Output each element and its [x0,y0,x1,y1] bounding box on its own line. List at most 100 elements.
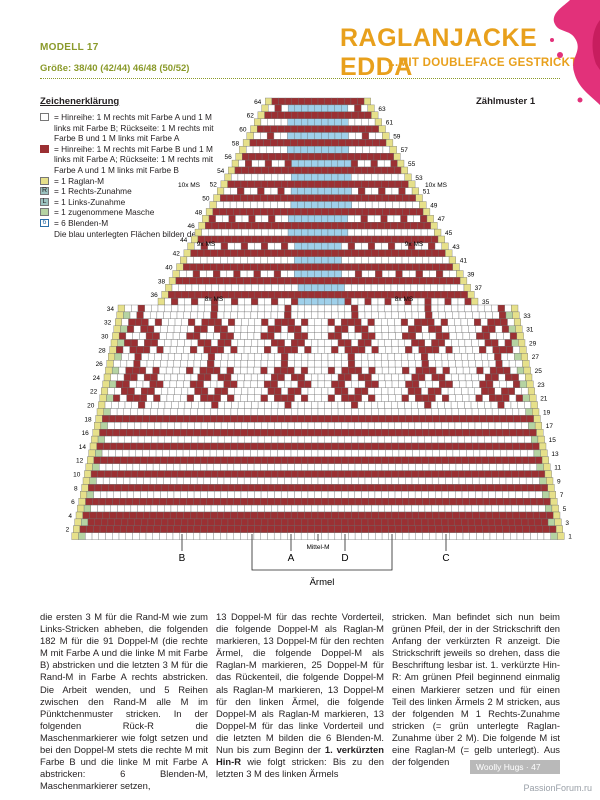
stitch-cell [368,463,376,471]
stitch-cell [462,332,470,340]
stitch-cell [441,325,449,333]
stitch-cell [526,380,534,388]
stitch-cell [220,394,228,402]
stitch-cell [374,518,382,526]
stitch-cell [361,325,369,333]
stitch-cell [280,180,289,188]
stitch-cell [467,518,475,526]
stitch-cell [264,297,272,306]
stitch-cell [442,463,450,471]
stitch-cell [257,249,265,257]
stitch-cell [237,249,245,257]
stitch-cell [454,353,462,361]
stitch-cell [177,408,185,416]
stitch-cell [448,525,456,533]
stitch-cell [327,518,335,526]
stitch-cell [271,304,279,313]
stitch-cell [247,325,255,333]
page-title: RAGLANJACKE EDDA [340,24,538,81]
stitch-cell [337,311,346,319]
stitch-cell [217,311,225,319]
stitch-cell [186,394,194,402]
stitch-cell [388,242,396,250]
stitch-cell [253,463,261,471]
stitch-cell [173,429,181,437]
stitch-cell [401,491,409,499]
stitch-cell [81,484,89,492]
stitch-cell [499,346,507,354]
stitch-cell [500,484,508,492]
stitch-cell [307,463,315,471]
stitch-cell [264,373,272,382]
stitch-cell [287,491,295,499]
stitch-cell [391,504,399,513]
stitch-cell [498,339,506,347]
stitch-cell [317,435,325,444]
stitch-cell [174,291,182,299]
stitch-cell [341,525,349,533]
stitch-cell [209,415,218,423]
stitch-cell [125,332,133,340]
stitch-cell [224,297,232,306]
stitch-cell [371,201,380,209]
stitch-cell [190,504,198,513]
stitch-cell [105,498,113,506]
stitch-cell [217,373,225,382]
stitch-cell [94,484,102,492]
stitch-cell [334,270,342,278]
stitch-cell [377,435,385,444]
stitch-cell [170,470,179,478]
stitch-cell [138,401,146,409]
stitch-cell [516,463,524,471]
stitch-cell [337,442,346,451]
stitch-cell [341,194,349,202]
stitch-cell [324,159,332,168]
stitch-cell [461,422,469,430]
stitch-cell [193,256,201,264]
stitch-cell [432,346,440,354]
stitch-cell [347,215,355,223]
stitch-cell [220,180,228,188]
stitch-cell [428,491,436,499]
row-label: 38 [158,278,166,285]
stitch-cell [290,277,298,285]
stitch-cell [361,180,369,188]
stitch-cell [389,146,397,154]
stitch-cell [237,504,245,513]
stitch-cell [183,415,191,423]
row-label: 59 [393,133,401,140]
stitch-cell [207,491,215,499]
stitch-cell [314,242,322,250]
stitch-cell [89,511,97,520]
stitch-cell [251,173,259,181]
stitch-cell [334,318,342,326]
stitch-cell [152,366,160,375]
stitch-cell [474,387,482,395]
stitch-cell [240,270,248,278]
stitch-cell [424,339,432,347]
stitch-cell [261,353,269,361]
stitch-cell [200,394,208,402]
stitch-cell [307,215,315,223]
stitch-cell [311,111,319,119]
stitch-cell [224,304,232,313]
stitch-cell [110,339,118,347]
stitch-cell [364,111,372,119]
stitch-cell [294,491,302,499]
stitch-cell [492,477,500,485]
stitch-cell [341,291,349,299]
stitch-cell [523,366,531,375]
stitch-cell [533,449,541,457]
stitch-cell [441,518,449,526]
stitch-cell [290,263,298,271]
stitch-cell [191,297,199,306]
stitch-cell [394,353,402,361]
stitch-cell [254,422,262,430]
stitch-cell [189,449,197,457]
stitch-cell [331,504,339,513]
text-column-1: die ersten 3 M für die Rand-M wie zum Li… [40,611,208,792]
stitch-cell [364,235,372,244]
stitch-cell [301,353,309,361]
stitch-cell [311,470,319,478]
stitch-cell [388,256,396,264]
